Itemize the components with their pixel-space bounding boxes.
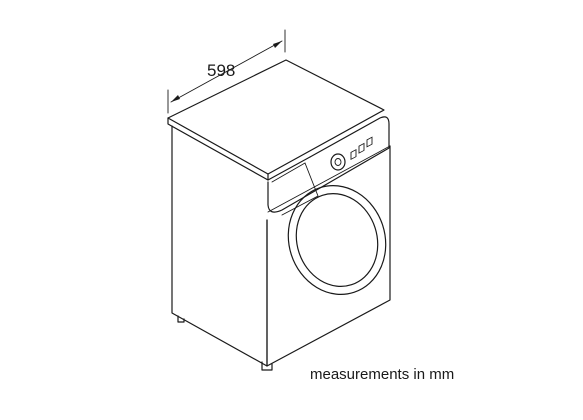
front-panel — [266, 145, 391, 367]
control-button-2 — [358, 142, 365, 154]
washing-machine — [167, 59, 391, 371]
detergent-drawer — [271, 162, 319, 216]
dimension-line — [170, 40, 283, 103]
foot-front — [261, 361, 273, 371]
width-dimension-label: 598 — [207, 61, 235, 80]
program-dial-icon — [330, 153, 346, 171]
top-panel-front-edge — [167, 117, 269, 181]
arrow-head-left — [171, 95, 180, 102]
control-panel — [267, 116, 390, 213]
side-panel — [171, 125, 268, 367]
program-dial-center — [334, 158, 342, 166]
control-panel-bottom-edge — [267, 145, 391, 213]
top-panel-right-edge — [267, 156, 311, 181]
measurements-caption: measurements in mm — [310, 366, 455, 383]
door-glass — [295, 193, 379, 287]
top-panel — [167, 59, 385, 175]
foot-back-left — [177, 315, 185, 323]
control-button-1 — [350, 149, 357, 161]
control-button-3 — [366, 136, 373, 148]
arrow-head-right — [273, 41, 282, 48]
door-outer-ring — [287, 185, 387, 295]
width-dimension: 598 — [167, 29, 286, 114]
